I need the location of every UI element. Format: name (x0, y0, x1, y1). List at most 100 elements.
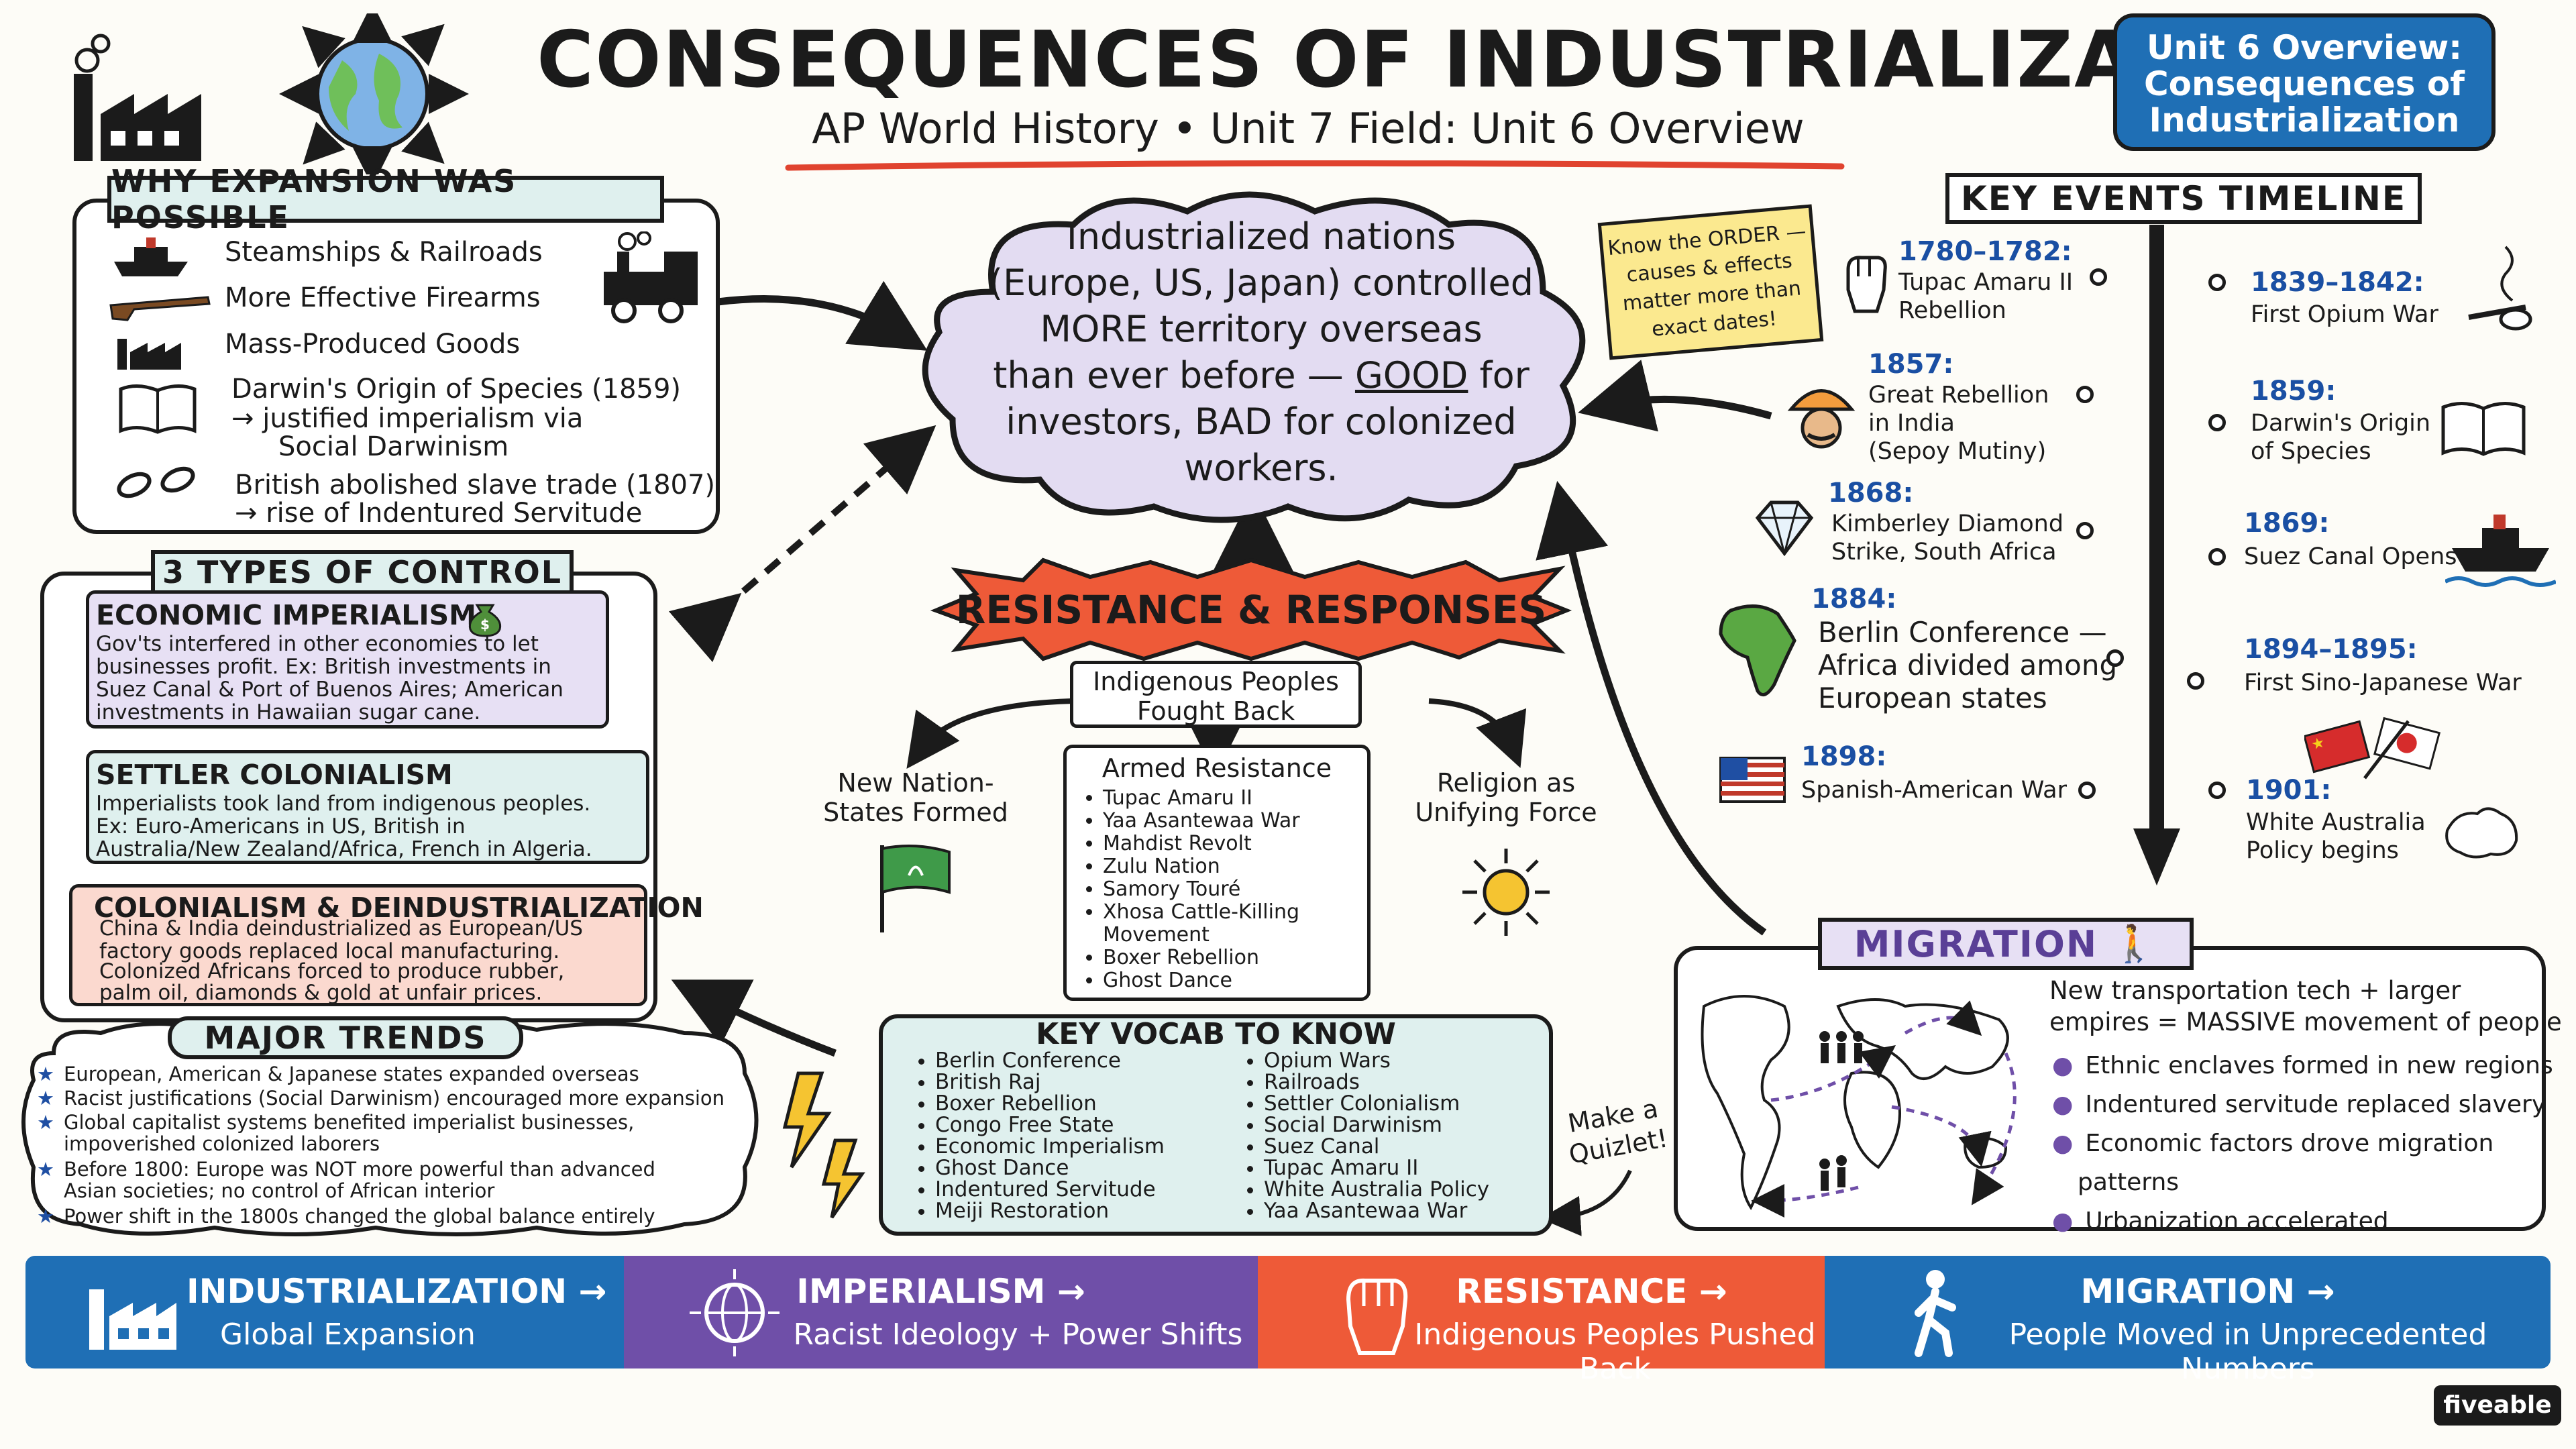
trend-star-icon: ★ (37, 1087, 54, 1110)
list-item: Indentured Servitude (935, 1179, 1165, 1200)
nation-states-block: New Nation- States Formed (822, 768, 1010, 949)
migration-item-2: Indentured servitude replaced slavery (2085, 1091, 2546, 1118)
walking-person-icon (1915, 1270, 1956, 1357)
central-line1: Industrialized nations (1066, 215, 1456, 258)
bullet-dot: ● (2052, 1052, 2074, 1079)
list-item: Yaa Asantewaa War (1103, 810, 1358, 833)
band-subheading: Global Expansion (220, 1318, 476, 1352)
event-date: 1894–1895: (2244, 634, 2418, 665)
china-japan-flags-icon: ★ (2304, 716, 2441, 780)
fiveable-logo: fiveable (2434, 1385, 2561, 1426)
colonial-line3: Colonized Africans forced to produce rub… (99, 959, 565, 983)
timeline-node (2208, 548, 2226, 566)
trend-item-1: European, American & Japanese states exp… (64, 1063, 639, 1085)
trend-item-3b: impoverished colonized laborers (64, 1132, 380, 1155)
ship-icon (2445, 515, 2556, 587)
migration-item-3: Economic factors drove migration pattern… (2078, 1130, 2494, 1196)
event-text-1: First Opium War (2251, 301, 2438, 328)
event-text-1: Spanish-American War (1801, 777, 2067, 804)
event-date: 1868: (1828, 478, 1914, 508)
central-line2: (Europe, US, Japan) controlled (989, 262, 1534, 304)
list-item: Meiji Restoration (935, 1200, 1165, 1222)
colonial-line1: China & India deindustrialized as Europe… (99, 916, 583, 941)
timeline-node (2076, 386, 2094, 403)
green-flag-icon (880, 845, 951, 932)
event-text-1: First Sino-Japanese War (2244, 669, 2522, 696)
event-text-2: Policy begins (2246, 837, 2399, 864)
resistance-title: RESISTANCE & RESPONSES (955, 587, 1547, 633)
central-statement: Industrialized nations (Europe, US, Japa… (966, 213, 1556, 491)
bullet-dot: ● (2052, 1091, 2074, 1118)
economic-line2: businesses profit. Ex: British investmen… (96, 655, 551, 679)
resistance-burst (930, 557, 1572, 661)
trend-item-2: Racist justifications (Social Darwinism)… (64, 1087, 724, 1110)
band-heading: RESISTANCE → (1456, 1272, 1727, 1311)
event-date: 1857: (1868, 349, 1954, 380)
event-text-2: Rebellion (1898, 297, 2006, 324)
list-item: Social Darwinism (1264, 1114, 1489, 1136)
event-date: 1839–1842: (2251, 267, 2424, 298)
band-subheading: Racist Ideology + Power Shifts (793, 1318, 1243, 1352)
migration-list: ●Ethnic enclaves formed in new regions ●… (2049, 1046, 2576, 1241)
central-line4: than ever before — GOOD for (966, 352, 1556, 398)
list-item: Xhosa Cattle-Killing Movement (1103, 901, 1358, 947)
event-text-2: Africa divided among (1818, 649, 2118, 682)
colonialism-card: COLONIALISM & DEINDUSTRIALIZATION China … (69, 884, 704, 1006)
timeline-node (2106, 649, 2124, 667)
economic-imperialism-card: ECONOMIC IMPERIALISM Gov'ts interfered i… (86, 590, 609, 729)
band-subheading: Indigenous Peoples Pushed Back (1414, 1318, 1816, 1386)
migration-title-ribbon: MIGRATION 🚶 (1818, 918, 2194, 970)
band-industrialization: INDUSTRIALIZATION → Global Expansion (25, 1256, 624, 1368)
settler-line3: Australia/New Zealand/Africa, French in … (96, 837, 592, 861)
trend-item-4b: Asian societies; no control of African i… (64, 1179, 495, 1202)
event-text-1: White Australia (2246, 809, 2426, 836)
event-text-1: Tupac Amaru II (1898, 269, 2074, 296)
band-heading: INDUSTRIALIZATION → (186, 1272, 607, 1311)
list-item: Economic Imperialism (935, 1136, 1165, 1157)
timeline-event-berlin: 1884: Berlin Conference — Africa divided… (1711, 584, 2153, 718)
event-date: 1884: (1811, 584, 1897, 614)
timeline-node (2208, 274, 2226, 291)
colonial-line2: factory goods replaced local manufacturi… (99, 939, 560, 963)
why-item-firearms: More Effective Firearms (225, 282, 541, 313)
nation-states-line2: States Formed (823, 798, 1008, 827)
book-icon (2441, 402, 2526, 456)
why-expansion-list: Steamships & Railroads More Effective Fi… (107, 231, 715, 529)
migration-intro-2: empires = MASSIVE movement of people (2049, 1008, 2562, 1036)
brand-name: fiveable (2443, 1391, 2552, 1419)
band-resistance: RESISTANCE → Indigenous Peoples Pushed B… (1258, 1256, 1825, 1386)
central-line5: investors, BAD for colonized (1006, 400, 1517, 443)
africa-icon (1719, 604, 1796, 697)
vocab-column-1: Berlin Conference British Raj Boxer Rebe… (912, 1050, 1165, 1222)
factory-globe-illustration (60, 13, 490, 174)
central-line4-c: for (1468, 354, 1529, 396)
list-item: Congo Free State (935, 1114, 1165, 1136)
central-line6: workers. (1184, 447, 1338, 489)
list-item: ●Economic factors drove migration patter… (2052, 1124, 2576, 1202)
event-date: 1898: (1801, 741, 1887, 772)
trend-star-icon: ★ (37, 1158, 54, 1181)
list-item: Tupac Amaru II (1103, 787, 1358, 810)
migration-title: MIGRATION (1854, 922, 2098, 965)
colonial-title: COLONIALISM & DEINDUSTRIALIZATION (94, 892, 704, 924)
band-heading: IMPERIALISM → (796, 1272, 1085, 1311)
rifle-icon (109, 296, 211, 321)
timeline-node (2076, 522, 2094, 539)
religion-line1: Religion as (1436, 768, 1576, 798)
list-item: ●Urbanization accelerated (2052, 1202, 2576, 1241)
why-item-darwin-3: Social Darwinism (278, 431, 509, 462)
lightning-bolts-icon (782, 1071, 865, 1219)
list-item: Boxer Rebellion (1103, 947, 1358, 969)
list-item: Railroads (1264, 1071, 1489, 1093)
list-item: Samory Touré (1103, 878, 1358, 901)
trend-star-icon: ★ (37, 1205, 54, 1228)
band-migration: MIGRATION → People Moved in Unprecedente… (1825, 1256, 2551, 1386)
event-text-2: in India (1868, 410, 1955, 437)
book-icon (119, 384, 197, 434)
event-text-1: Suez Canal Opens (2244, 543, 2457, 570)
australia-icon (2445, 807, 2518, 859)
economic-line1: Gov'ts interfered in other economies to … (96, 632, 539, 656)
us-flag-icon (1719, 757, 1786, 803)
event-date: 1780–1782: (1898, 236, 2072, 267)
event-date: 1901: (2246, 775, 2332, 806)
